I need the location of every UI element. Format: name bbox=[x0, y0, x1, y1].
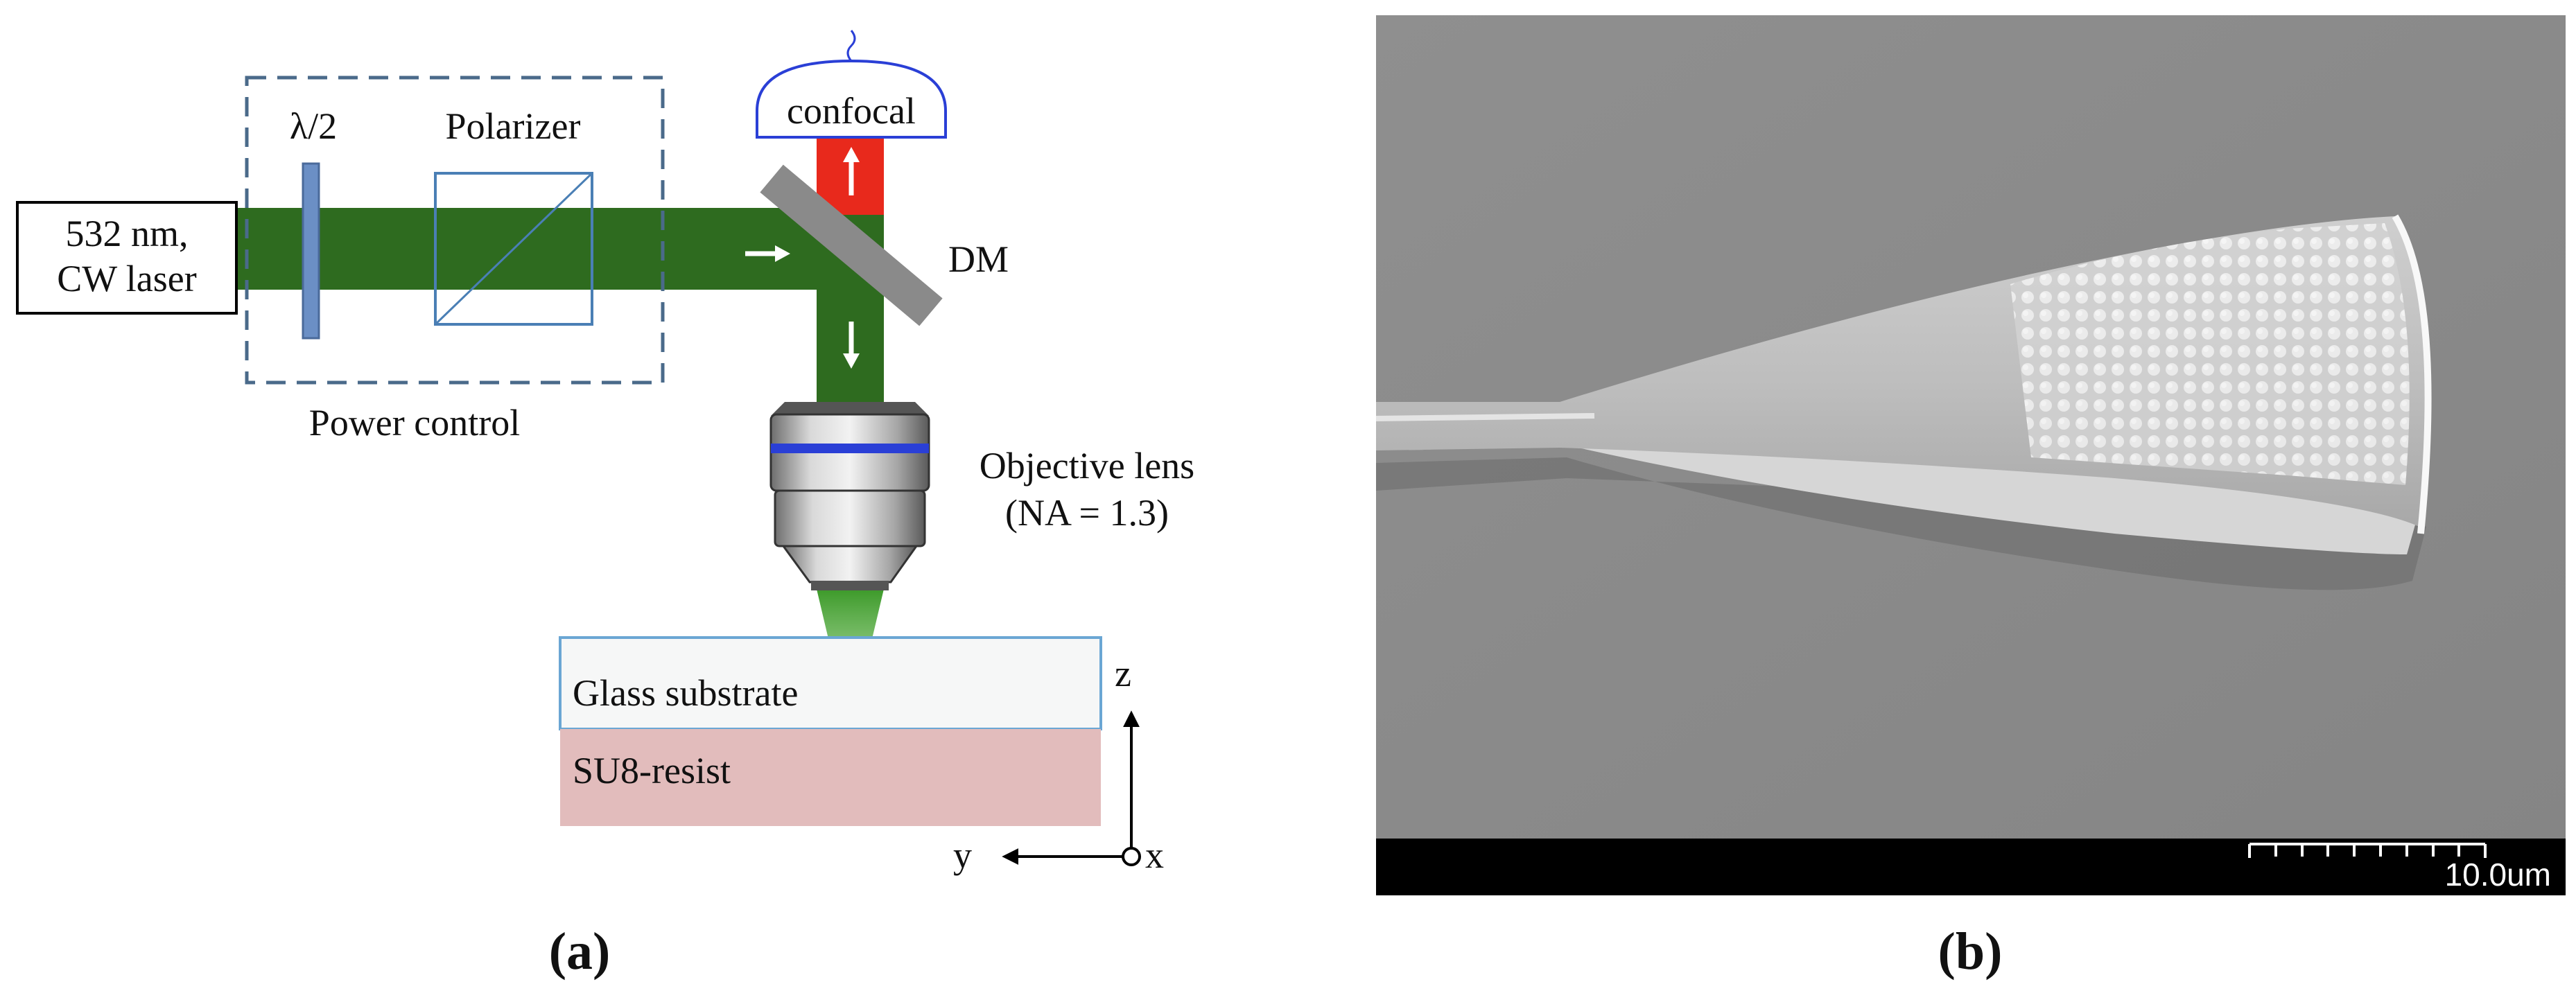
dm-label: DM bbox=[948, 238, 1009, 280]
caption-a: (a) bbox=[549, 922, 611, 981]
su8-resist bbox=[560, 729, 1101, 826]
objective-label-line1: Objective lens bbox=[980, 445, 1194, 486]
confocal-detector: confocal bbox=[756, 30, 947, 139]
laser-beam-horizontal bbox=[229, 208, 884, 290]
panel-b: 10.0um (b) bbox=[1375, 15, 2566, 981]
beam-direction-arrows bbox=[745, 147, 860, 369]
dichroic-mirror bbox=[760, 164, 943, 326]
power-control-label: Power control bbox=[309, 402, 520, 444]
laser-label-line2: CW laser bbox=[57, 258, 196, 299]
taper-structure bbox=[1375, 214, 2432, 590]
caption-b: (b) bbox=[1938, 922, 2003, 981]
scale-bar bbox=[2248, 843, 2487, 858]
glass-label: Glass substrate bbox=[573, 672, 798, 714]
objective-lens bbox=[769, 402, 930, 590]
power-control-box bbox=[245, 76, 665, 385]
polarizer bbox=[434, 172, 593, 326]
laser-label-line1: 532 nm, bbox=[65, 213, 188, 254]
sem-info-bar bbox=[1376, 839, 2566, 895]
scale-bar-label: 10.0um bbox=[2445, 857, 2551, 893]
axis-y-label: y bbox=[953, 834, 972, 876]
halfwave-plate bbox=[302, 162, 320, 340]
coordinate-axes bbox=[1002, 710, 1141, 866]
resist-label: SU8-resist bbox=[573, 750, 731, 791]
confocal-label: confocal bbox=[787, 90, 916, 132]
objective-label-line2: (NA = 1.3) bbox=[1005, 492, 1169, 534]
polarizer-label: Polarizer bbox=[446, 105, 581, 147]
panel-a: confocal 532 nm, CW laser λ/2 Polarizer … bbox=[16, 30, 1194, 981]
axis-z-label: z bbox=[1115, 653, 1131, 694]
axis-x-label: x bbox=[1145, 834, 1164, 876]
laser-source-box bbox=[16, 201, 238, 315]
halfwave-label: λ/2 bbox=[290, 105, 337, 147]
